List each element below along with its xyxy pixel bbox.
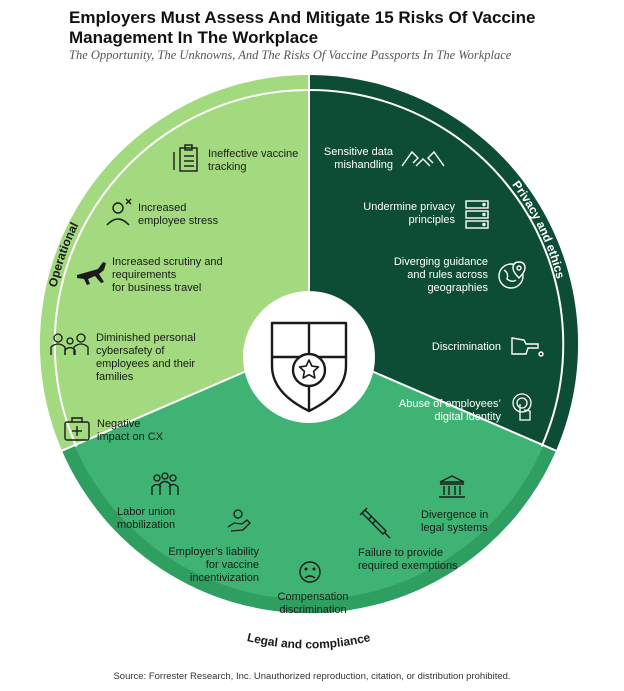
airplane-icon <box>77 262 106 285</box>
svg-text:families: families <box>96 371 134 383</box>
svg-text:geographies: geographies <box>427 282 488 294</box>
priv-item-5: Abuse of employees’ digital identity <box>399 393 532 423</box>
stressed-person-icon <box>106 198 132 226</box>
svg-text:Labor union: Labor union <box>117 506 175 518</box>
globe-pin-icon <box>498 261 526 289</box>
svg-text:digital identity: digital identity <box>434 411 501 423</box>
svg-text:and rules across: and rules across <box>407 269 488 281</box>
svg-text:Divergence in: Divergence in <box>421 509 488 521</box>
svg-text:Undermine privacy: Undermine privacy <box>363 201 455 213</box>
operational-ring-line <box>53 89 310 448</box>
syringe-icon <box>359 507 391 539</box>
svg-text:Negative: Negative <box>97 418 140 430</box>
family-icon <box>50 333 89 355</box>
svg-text:Increased scrutiny and: Increased scrutiny and <box>112 256 223 268</box>
svg-text:Discrimination: Discrimination <box>432 341 501 353</box>
page-subtitle: The Opportunity, The Unknowns, And The R… <box>69 48 512 62</box>
legal-item-4: Failure to provide required exemptions <box>358 507 458 572</box>
svg-text:Diverging guidance: Diverging guidance <box>394 256 488 268</box>
page-title: Employers Must Assess And Mitigate 15 Ri… <box>69 8 536 47</box>
svg-text:principles: principles <box>409 214 456 226</box>
sad-face-icon <box>299 561 321 583</box>
op-item-1: Ineffective vaccine tracking <box>173 144 298 173</box>
priv-item-2: Undermine privacy principles <box>363 200 489 229</box>
pointing-hand-icon <box>511 337 544 357</box>
svg-text:tracking: tracking <box>208 161 247 173</box>
operational-wedge <box>39 74 309 451</box>
server-icon <box>465 200 489 229</box>
svg-text:Increased: Increased <box>138 202 186 214</box>
legal-item-5: Divergence in legal systems <box>421 475 488 534</box>
priv-item-3: Diverging guidance and rules across geog… <box>394 256 526 294</box>
courthouse-icon <box>439 475 465 498</box>
svg-text:discrimination: discrimination <box>279 604 346 616</box>
group-icon <box>151 472 179 495</box>
legal-item-1: Labor union mobilization <box>117 472 179 531</box>
legal-section-label: Legal and compliance <box>246 630 372 651</box>
svg-text:required exemptions: required exemptions <box>358 560 458 572</box>
op-item-4: Diminished personal cybersafety of emplo… <box>50 332 196 383</box>
shield-star-icon <box>270 321 348 413</box>
clipboard-icon <box>173 144 198 172</box>
svg-text:incentivization: incentivization <box>190 572 259 584</box>
legal-item-2: Employer’s liability for vaccine incenti… <box>168 509 259 584</box>
priv-item-1: Sensitive data mishandling <box>324 146 445 171</box>
source-note: Source: Forrester Research, Inc. Unautho… <box>113 671 511 682</box>
svg-text:Failure to provide: Failure to provide <box>358 547 443 559</box>
op-item-3: Increased scrutiny and requirements for … <box>77 256 223 294</box>
svg-text:employees and their: employees and their <box>96 358 195 370</box>
svg-text:Abuse of employees’: Abuse of employees’ <box>399 398 501 410</box>
first-aid-kit-icon <box>64 417 90 441</box>
svg-text:mobilization: mobilization <box>117 519 175 531</box>
legal-wedge <box>74 344 544 600</box>
svg-text:Sensitive data: Sensitive data <box>324 146 394 158</box>
hand-coin-icon <box>227 509 251 532</box>
legal-item-3: Compensation discrimination <box>278 561 349 616</box>
svg-text:Compensation: Compensation <box>278 591 349 603</box>
op-item-2: Increased employee stress <box>106 198 219 227</box>
op-item-5: Negative impact on CX <box>64 417 164 443</box>
svg-text:for business travel: for business travel <box>112 282 201 294</box>
svg-text:Employer’s liability: Employer’s liability <box>168 546 259 558</box>
svg-text:mishandling: mishandling <box>334 159 393 171</box>
svg-text:Ineffective vaccine: Ineffective vaccine <box>208 148 298 160</box>
privacy-wedge <box>309 74 579 451</box>
touch-icon <box>512 393 532 421</box>
svg-text:impact on CX: impact on CX <box>97 431 164 443</box>
svg-text:legal systems: legal systems <box>421 522 488 534</box>
privacy-ring-line <box>308 89 565 448</box>
svg-text:for vaccine: for vaccine <box>206 559 259 571</box>
svg-text:Diminished personal: Diminished personal <box>96 332 196 344</box>
hands-icon <box>401 150 445 167</box>
svg-text:cybersafety of: cybersafety of <box>96 345 165 357</box>
svg-text:employee stress: employee stress <box>138 215 219 227</box>
svg-text:requirements: requirements <box>112 269 177 281</box>
priv-item-4: Discrimination <box>432 337 544 357</box>
